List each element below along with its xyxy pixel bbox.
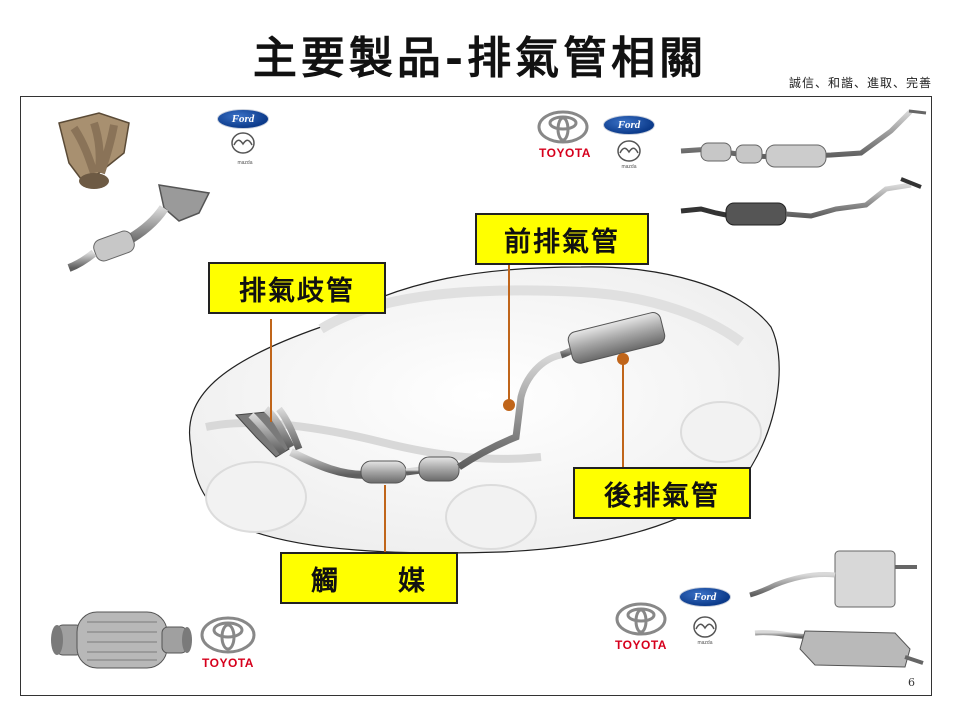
- muffler-parts-image: [749, 550, 924, 668]
- toyota-wordmark: TOYOTA: [202, 656, 254, 670]
- toyota-logo-icon: [537, 110, 589, 144]
- toyota-wordmark: TOYOTA: [615, 638, 667, 652]
- manifold-on-car: [234, 406, 303, 458]
- page-number: 6: [908, 676, 915, 689]
- mazda-label: mazda: [621, 164, 637, 170]
- rear-muffler-on-car: [559, 312, 666, 364]
- label-rear-pipe: 後排氣管: [573, 467, 751, 519]
- ford-logo-icon: Ford: [679, 587, 731, 607]
- ford-logo-icon: Ford: [217, 109, 269, 129]
- slide-title: 主要製品-排氣管相關: [252, 33, 708, 84]
- company-motto: 誠信、和諧、進取、完善: [788, 76, 932, 90]
- label-front-pipe: 前排氣管: [475, 213, 649, 265]
- label-exhaust-manifold: 排氣歧管: [208, 262, 386, 314]
- brand-logos-top-right: TOYOTA Ford mazda: [533, 109, 663, 170]
- ford-logo-icon: Ford: [603, 115, 655, 135]
- mazda-logo-icon: [617, 140, 641, 162]
- content-frame: Ford mazda TOYOTA Ford mazda: [20, 96, 932, 696]
- brand-logo-bottom-left: TOYOTA: [193, 615, 263, 675]
- brand-logos-top-left: Ford mazda: [217, 109, 273, 166]
- catalytic-converter-image: [51, 611, 192, 669]
- mazda-label: mazda: [697, 640, 713, 646]
- mazda-logo-icon: [231, 132, 255, 154]
- toyota-logo-icon: [615, 602, 667, 636]
- manifold-parts-image: [58, 112, 211, 272]
- toyota-wordmark: TOYOTA: [539, 146, 591, 160]
- mazda-logo-icon: [693, 616, 717, 638]
- exhaust-pipe-parts-image: [680, 109, 927, 226]
- brand-logos-bottom-right: Ford TOYOTA mazda: [609, 587, 739, 657]
- label-catalyst: 觸 媒: [280, 552, 458, 604]
- mazda-label: mazda: [237, 160, 253, 166]
- toyota-logo-icon: [200, 616, 256, 654]
